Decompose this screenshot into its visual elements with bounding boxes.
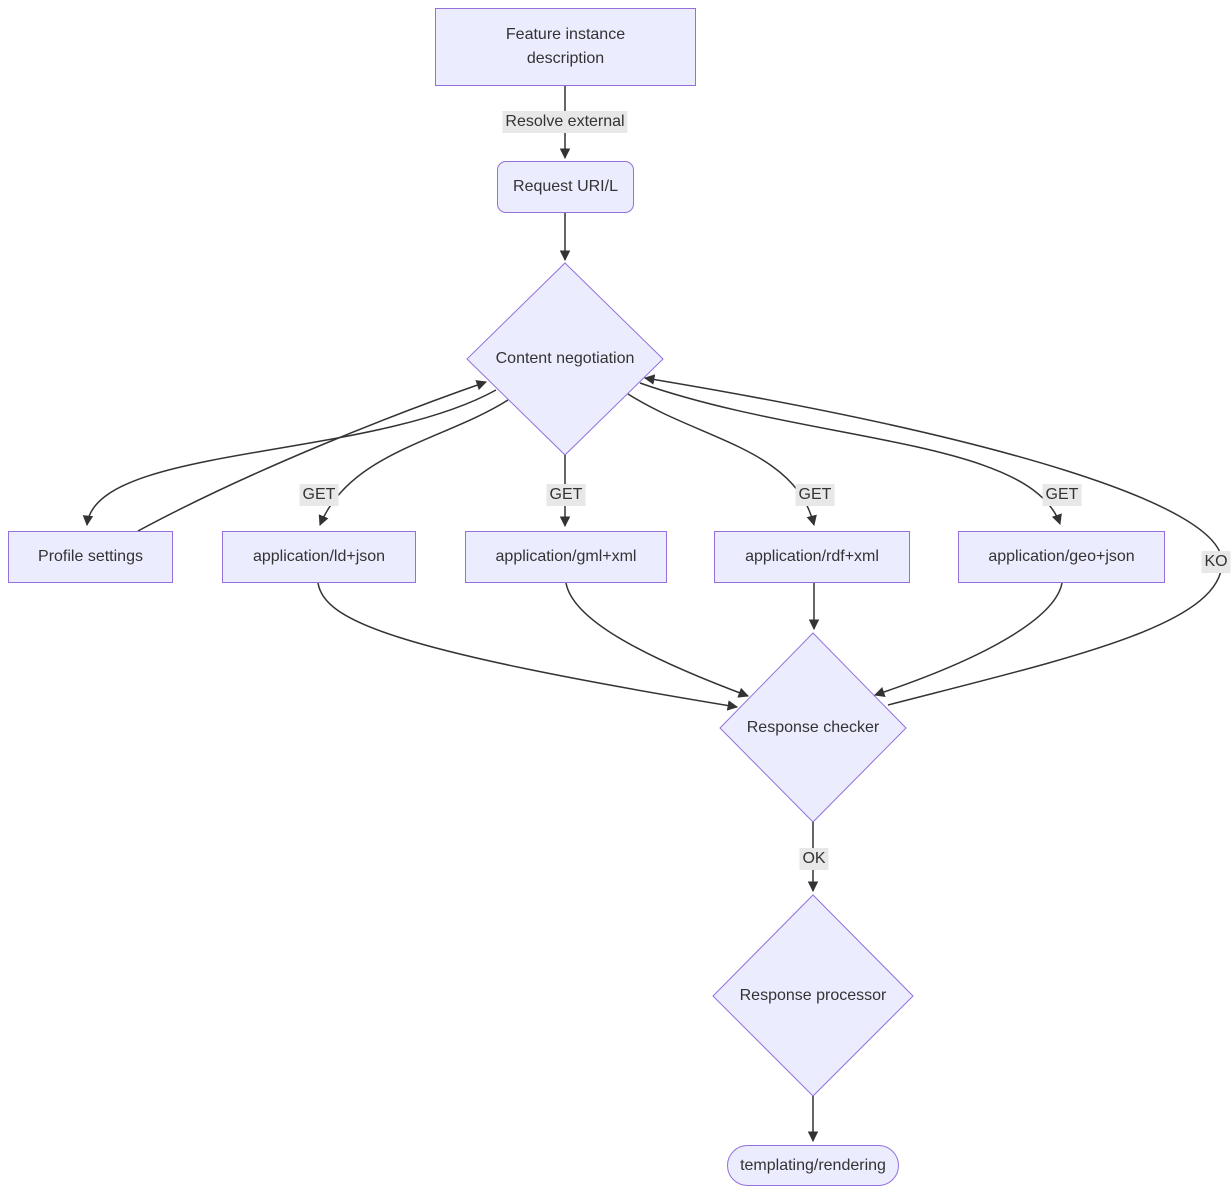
node-application-geo-json: application/geo+json <box>958 531 1165 583</box>
node-response-checker-label: Response checker <box>746 719 880 736</box>
node-application-gml-xml: application/gml+xml <box>465 531 667 583</box>
edge-label-ok: OK <box>799 848 829 870</box>
edge-content-negotiation-to-ld-json <box>318 399 509 526</box>
node-application-ld-json: application/ld+json <box>222 531 416 583</box>
edge-label-get-rdf-xml: GET <box>795 484 835 506</box>
node-content-negotiation-label: Content negotiation <box>495 350 635 367</box>
node-application-rdf-xml: application/rdf+xml <box>714 531 910 583</box>
edge-label-resolve-external: Resolve external <box>502 111 628 133</box>
node-profile-settings: Profile settings <box>8 531 173 583</box>
edge-geo-json-to-response-checker <box>874 582 1063 697</box>
edge-label-get-ld-json: GET <box>299 484 339 506</box>
edge-content-negotiation-to-geo-json <box>639 382 1062 525</box>
edge-label-ko: KO <box>1201 551 1231 573</box>
node-templating-rendering: templating/rendering <box>727 1145 899 1186</box>
node-response-processor-label: Response processor <box>739 987 887 1004</box>
edge-content-negotiation-to-rdf-xml <box>627 393 817 527</box>
edge-gml-xml-to-response-checker <box>565 582 749 698</box>
edge-label-get-gml-xml: GET <box>546 484 586 506</box>
edge-label-get-geo-json: GET <box>1042 484 1082 506</box>
edge-ld-json-to-response-checker <box>317 582 739 711</box>
edge-content-negotiation-to-profile <box>82 389 497 527</box>
node-feature-instance-description: Feature instance description <box>435 8 696 86</box>
node-request-uri: Request URI/L <box>497 161 634 213</box>
edge-profile-to-content-negotiation <box>137 380 487 532</box>
